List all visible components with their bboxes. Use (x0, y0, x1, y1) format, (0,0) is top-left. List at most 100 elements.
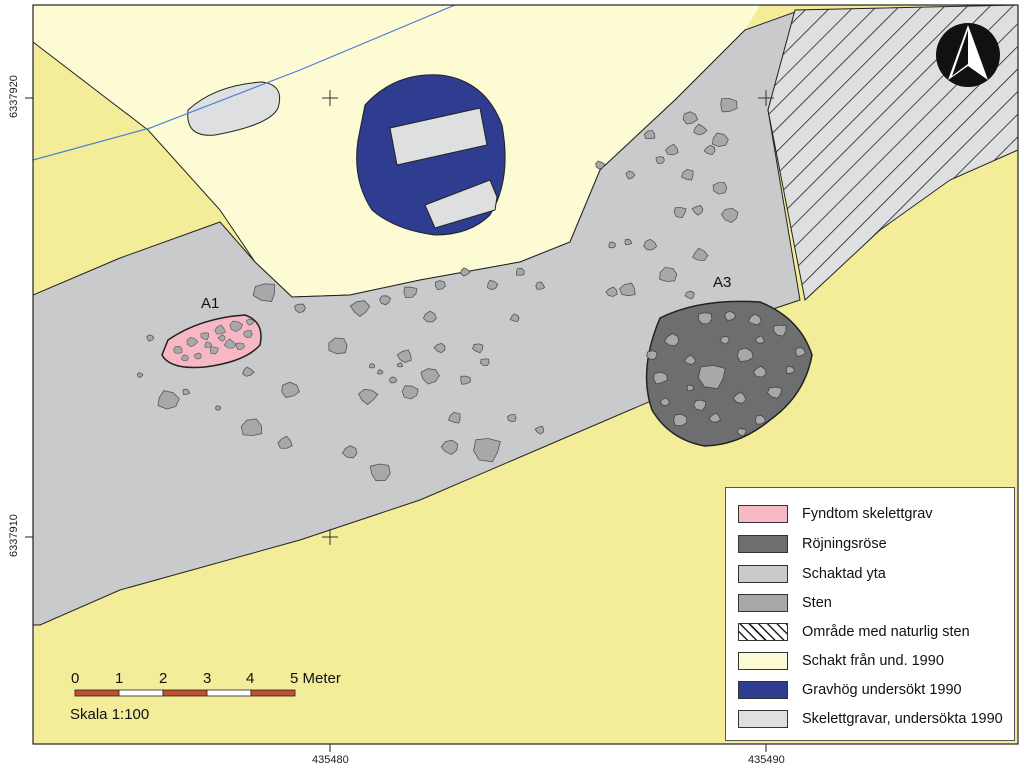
stone (136, 372, 144, 378)
stone (157, 390, 180, 410)
stone (460, 267, 471, 277)
site-label-a3: A3 (713, 274, 732, 291)
stone (673, 413, 688, 427)
stone (605, 286, 618, 297)
stone (242, 366, 255, 377)
stone (693, 123, 708, 136)
stone (240, 418, 263, 436)
stone (328, 337, 348, 355)
stone (719, 335, 730, 345)
legend-swatch-fyndtom (738, 505, 788, 523)
stone (369, 363, 376, 369)
stone (193, 352, 202, 360)
stone (720, 207, 739, 223)
stone (659, 397, 670, 407)
stone (703, 144, 716, 156)
grid-crosses (322, 90, 774, 545)
legend-swatch-schaktad (738, 565, 788, 583)
stone (420, 368, 440, 385)
rojningsrose-a3 (645, 300, 813, 447)
stone (486, 279, 499, 291)
stone (447, 411, 461, 424)
stone (686, 384, 694, 392)
stone (403, 286, 418, 299)
stone (379, 295, 391, 306)
legend-item-sten: Sten (738, 592, 832, 614)
legend-item-rojning: Röjningsröse (738, 533, 887, 555)
stone (625, 170, 636, 180)
legend-item-naturlig: Område med naturlig sten (738, 621, 970, 643)
skelettgrav-in-gravhog-1 (389, 107, 488, 166)
scale-ratio: Skala 1:100 (70, 706, 150, 723)
scale-tick-1: 1 (115, 670, 124, 687)
legend-swatch-sten (738, 594, 788, 612)
skelettgrav-in-gravhog-2 (424, 179, 498, 229)
stone (534, 425, 545, 435)
stone (659, 266, 678, 282)
stone (473, 438, 501, 463)
stone (624, 238, 633, 246)
stone (235, 342, 245, 351)
stone (684, 290, 695, 300)
stone (736, 428, 747, 437)
stone (795, 346, 807, 357)
legend-item-skelett: Skelettgravar, undersökta 1990 (738, 708, 1003, 730)
stone (697, 312, 713, 325)
stone (200, 332, 210, 341)
stone (646, 350, 658, 360)
legend-item-gravhog: Gravhög undersökt 1990 (738, 679, 962, 701)
stone (773, 324, 787, 337)
map-frame (32, 4, 1019, 745)
legend-label-naturlig: Område med naturlig sten (802, 624, 970, 640)
stone (683, 354, 697, 366)
legend-label-sten: Sten (802, 595, 832, 611)
stone (182, 388, 191, 396)
stone (460, 375, 471, 385)
stone (246, 318, 255, 326)
stone (214, 324, 226, 335)
stone (507, 414, 517, 423)
stone (736, 347, 754, 362)
x-axis-label-1: 435480 (312, 754, 349, 766)
scale-tick-3: 3 (203, 670, 212, 687)
stone (712, 182, 728, 195)
scale-tick-5: 5 Meter (290, 670, 341, 687)
x-axis-label-2: 435490 (748, 754, 785, 766)
stone (752, 365, 767, 378)
stone (181, 354, 190, 362)
stone (396, 349, 412, 363)
stone (681, 168, 694, 181)
legend-label-rojning: Röjningsröse (802, 536, 887, 552)
legend-swatch-schakt1990 (738, 652, 788, 670)
y-axis-label-1: 6337920 (8, 75, 20, 118)
legend-swatch-gravhog (738, 681, 788, 699)
stone (217, 334, 226, 342)
y-axis-label-2: 6337910 (8, 514, 20, 557)
scale-tick-2: 2 (159, 670, 168, 687)
stone (653, 371, 669, 385)
stone (243, 330, 253, 339)
stone (349, 300, 371, 318)
stone (691, 205, 704, 216)
stone (401, 385, 419, 400)
stone (682, 111, 699, 125)
north-arrow-icon (936, 23, 1000, 87)
stones (136, 97, 739, 482)
stone (516, 267, 525, 276)
legend-item-schakt1990: Schakt från und. 1990 (738, 650, 944, 672)
legend-swatch-skelett (738, 710, 788, 728)
legend-label-gravhog: Gravhög undersökt 1990 (802, 682, 962, 698)
stone (754, 335, 765, 344)
stone (643, 238, 658, 251)
stone (173, 345, 183, 354)
stone (472, 343, 484, 354)
boundary-line (33, 5, 456, 161)
yellow-patch-top (745, 5, 800, 30)
stone (711, 132, 729, 148)
stone (785, 366, 796, 374)
stone (358, 388, 379, 406)
legend-label-skelett: Skelettgravar, undersökta 1990 (802, 711, 1003, 727)
scale-tick-4: 4 (246, 670, 255, 687)
schaktad-yta-area (33, 11, 801, 626)
